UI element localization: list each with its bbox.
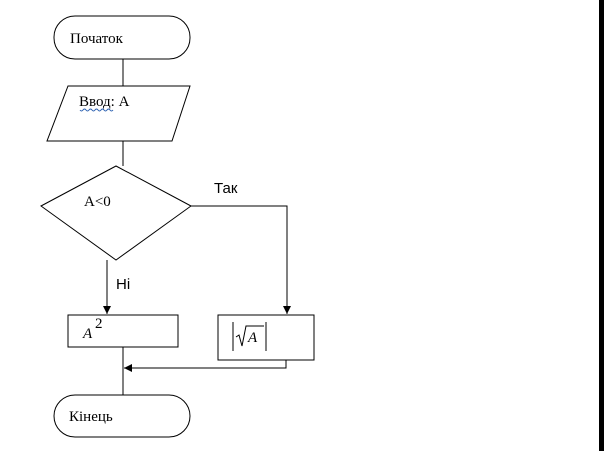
end-terminal — [53, 394, 191, 438]
end-label: Кінець — [69, 409, 113, 425]
input-parallelogram — [46, 85, 191, 142]
process-square-exponent: 2 — [95, 316, 103, 332]
arrow-condition-yes — [191, 205, 291, 314]
branch-no-label: Ні — [116, 276, 130, 293]
branch-yes-label: Так — [214, 180, 238, 197]
condition-label: A<0 — [84, 194, 111, 210]
condition-diamond — [40, 165, 192, 261]
abs-sqrt-expression: A — [232, 322, 267, 351]
abs-sqrt-radicand: A — [247, 330, 258, 346]
start-terminal — [53, 15, 191, 60]
input-label: Ввод: А — [79, 94, 130, 110]
start-label: Початок — [70, 31, 124, 47]
process-square — [67, 314, 179, 348]
process-square-base: A — [82, 326, 93, 342]
spellcheck-underline — [79, 108, 114, 112]
page-edge-line — [599, 0, 604, 451]
arrow-yes-merge — [124, 360, 287, 372]
